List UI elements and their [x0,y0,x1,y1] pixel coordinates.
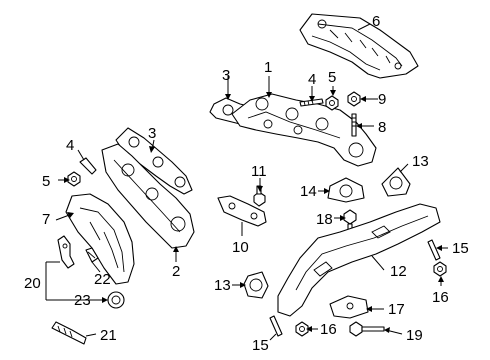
clip-22-part [85,247,99,263]
nut-left-part [67,171,81,187]
callout-3-upper: 3 [222,67,230,84]
callout-17: 17 [388,301,405,318]
heat-shield-part [299,13,419,79]
callout-16-lower: 16 [320,321,337,338]
exhaust-manifold-right-part [231,93,377,167]
leader-lines [45,23,448,341]
callout-9: 9 [378,91,386,108]
callout-labels: 1 2 3 3 4 4 5 5 6 7 8 9 10 11 12 13 13 1… [24,13,469,354]
callout-14: 14 [300,183,317,200]
callout-2: 2 [172,263,180,280]
callout-5-upper: 5 [328,69,336,86]
callout-11: 11 [251,163,267,180]
nut-9-part [347,91,361,107]
callout-1: 1 [264,59,272,76]
bracket-10-part [217,195,267,227]
bracket-17-part [329,295,369,319]
callout-6: 6 [372,13,380,30]
callout-12: 12 [390,263,407,280]
callout-7: 7 [42,211,50,228]
stud-15-right-part [427,239,441,261]
callout-22: 22 [94,271,111,288]
callout-18: 18 [316,211,333,228]
callout-4-left: 4 [66,137,74,154]
exhaust-manifold-left-part [101,143,195,249]
callout-5-left: 5 [42,173,50,190]
callout-10: 10 [232,239,249,256]
callout-8: 8 [378,119,386,136]
callout-20: 20 [24,275,41,292]
callout-3-left: 3 [148,125,156,142]
grommet-23-part [107,291,125,309]
flange-gasket-13-lower-part [243,271,269,299]
heat-shield-left-part [65,193,135,285]
callout-16-right: 16 [432,289,449,306]
stud-15-lower-part [269,315,283,337]
nut-16-right-part [433,261,447,277]
stud-left-part [79,157,97,175]
nut-16-lower-part [295,321,309,337]
stud-8-part [351,113,357,137]
oxygen-sensor-21-part [51,321,87,345]
callout-13-lower: 13 [214,277,231,294]
callout-23: 23 [74,292,91,309]
nut-upper-part [325,95,339,111]
callout-13-upper: 13 [412,153,429,170]
callout-4-upper: 4 [308,71,316,88]
callout-15-right: 15 [452,240,469,257]
bolt-19-part [349,321,385,337]
flange-gasket-13-upper-part [381,167,411,197]
sensor-bracket-part [57,235,75,269]
exhaust-pipe-12-part [277,203,441,317]
callout-21: 21 [100,327,117,344]
flange-gasket-14-part [327,177,365,203]
stud-upper-part [299,98,324,107]
callout-19: 19 [406,327,423,344]
callout-15-lower: 15 [252,337,269,354]
